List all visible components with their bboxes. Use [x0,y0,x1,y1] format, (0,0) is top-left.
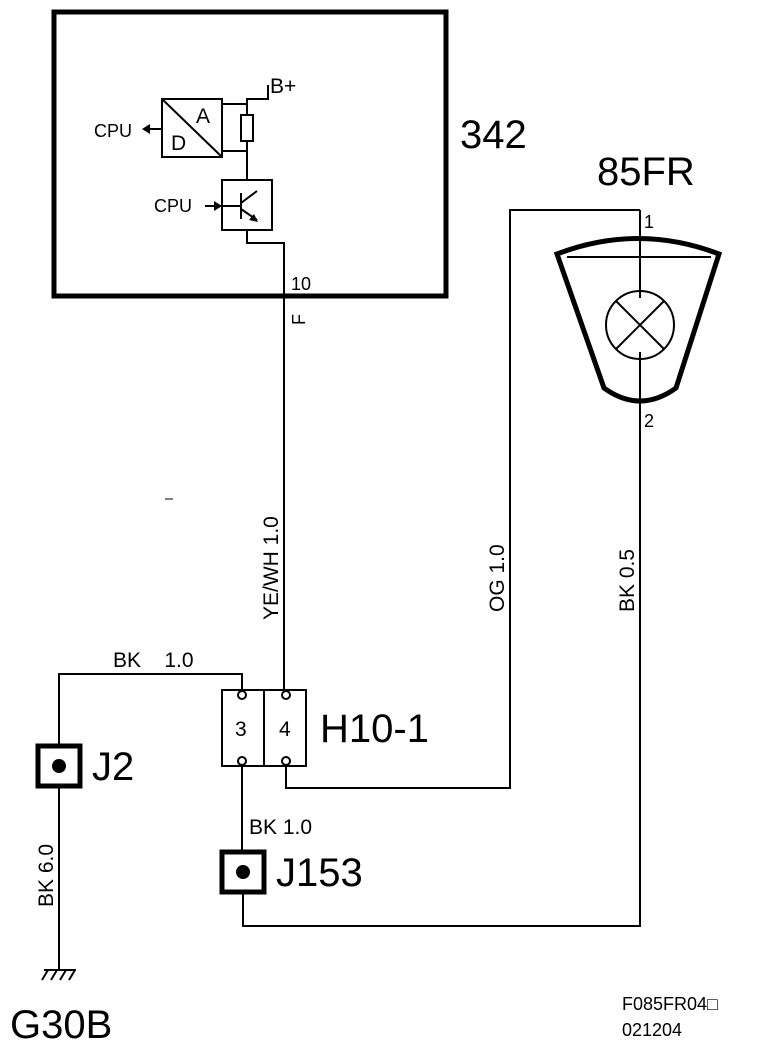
ground-g30b: G30B [10,786,112,1047]
splice-j2: J2 [35,743,134,789]
adc-d-label: D [171,132,186,155]
module-pin-10: 10 [291,274,311,294]
connector-pin-4: 4 [279,718,291,741]
arrow-right-icon [214,201,222,211]
control-module-342: A D CPU B+ CPU [51,9,527,325]
wire-bk-top [58,673,243,746]
lamp-pin-2: 2 [644,411,654,431]
lamp-bulb-icon [605,290,675,360]
diagram-date: 021204 [622,1020,682,1040]
diagram-code: F085FR04□ [622,994,718,1014]
arrow-left-icon [142,124,162,134]
wire-label-bk-ground: BK 6.0 [35,844,58,907]
wire-label-og: OG 1.0 [486,544,509,612]
module-id: 342 [460,113,527,157]
lamp-85fr: 85FR 1 2 [553,150,723,431]
ground-id: G30B [10,1003,112,1047]
wire-label-bk-lamp: BK 0.5 [616,549,639,612]
splice-j153-id: J153 [276,851,363,895]
lamp-pin-1: 1 [644,212,654,232]
ad-converter: A D [161,98,223,158]
cpu-input-label: CPU [154,196,192,216]
output-transistor [205,151,285,296]
wire-label-bk-top: BK 1.0 [113,649,194,672]
supply-label: B+ [270,75,296,98]
lamp-id: 85FR [597,150,695,194]
module-outline [51,9,449,299]
pull-up-resistor [222,85,269,152]
wire-bk-lamp [242,404,641,927]
cpu-output-label: CPU [94,121,132,141]
pin-signal-label: F [289,314,309,325]
splice-j153: J153 [219,849,363,895]
ground-icon [41,969,76,981]
wires [58,209,641,927]
wire-label-ye-wh: YE/WH 1.0 [260,516,283,620]
wire-label-bk-j153: BK 1.0 [249,816,312,839]
wire-og [285,209,640,789]
connector-pin-3: 3 [235,718,247,741]
splice-j2-id: J2 [92,745,134,789]
lamp-housing [553,236,723,404]
connector-h10-1: 3 4 H10-1 [221,689,429,767]
adc-a-label: A [196,105,210,128]
connector-id: H10-1 [320,707,429,751]
